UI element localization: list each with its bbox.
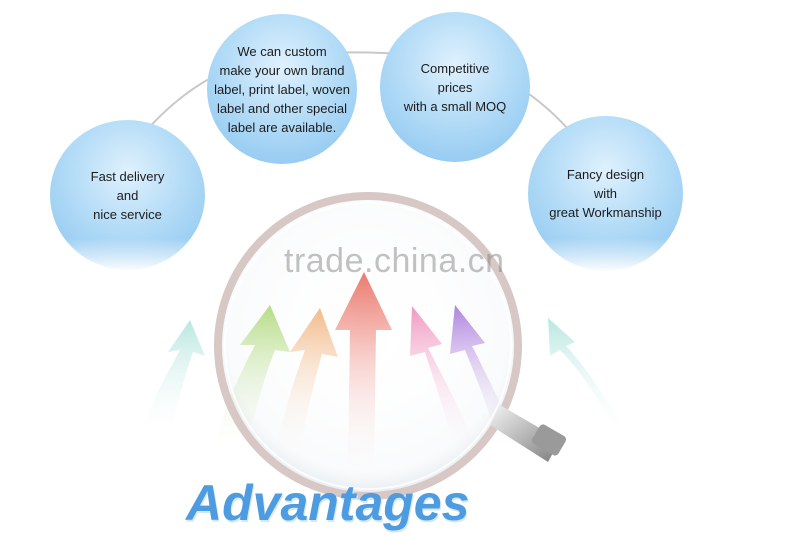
- bubble-design-text: Fancy design with great Workmanship: [549, 167, 662, 220]
- bubble-prices-text: Competitive prices with a small MOQ: [403, 60, 507, 114]
- bubble-competitive-prices: Competitive prices with a small MOQ: [380, 12, 530, 162]
- arrow-teal-left: [140, 320, 205, 440]
- bubble-delivery-text: Fast delivery and nice service: [90, 168, 165, 222]
- bubble-custom-labels: We can custom make your own brand label,…: [207, 14, 357, 164]
- advantages-title: Advantages: [186, 475, 470, 531]
- bubble-custom-text: We can custom make your own brand label,…: [214, 43, 350, 135]
- magnifying-glass-icon: [214, 192, 567, 500]
- arrow-teal-right: [548, 318, 630, 440]
- watermark-text: trade.china.cn: [284, 242, 505, 280]
